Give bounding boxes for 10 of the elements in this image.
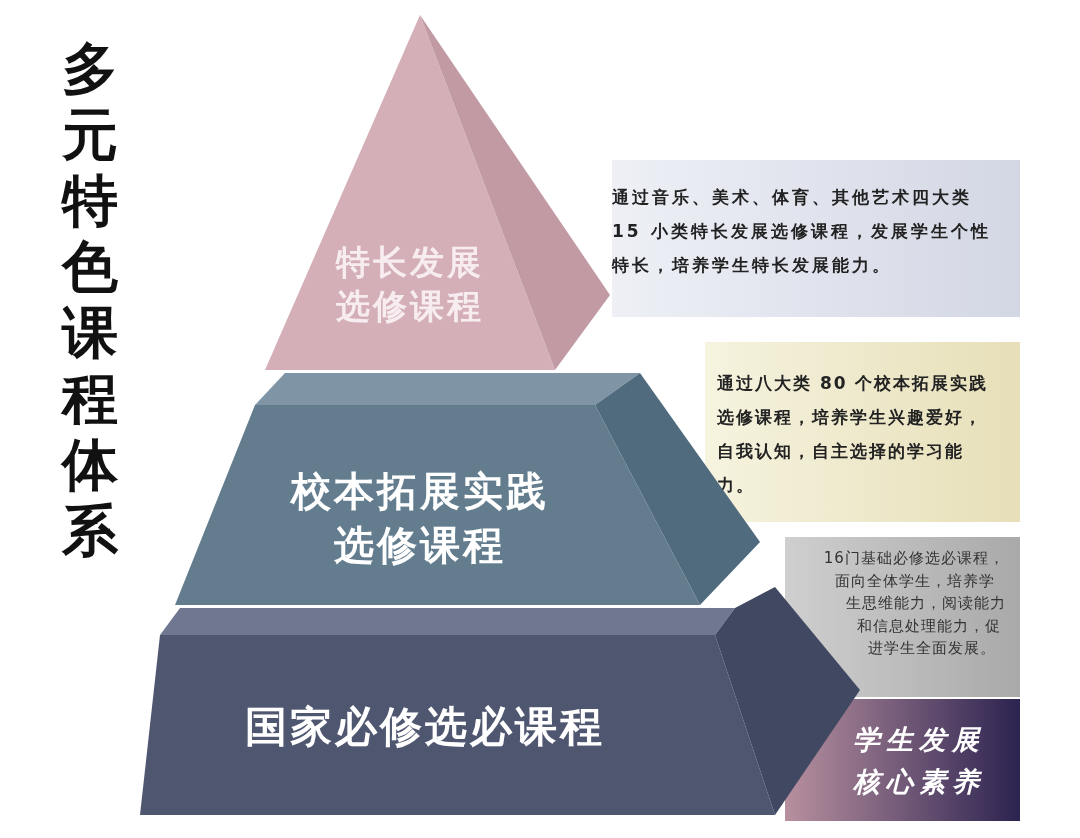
- title: 多元特色课程体系: [59, 36, 119, 564]
- description-panel: [705, 342, 1020, 522]
- description-panel: [612, 160, 1020, 317]
- description-text: 16门基础必修选必课程，面向全体学生，培养学生思维能力，阅读能力和信息处理能力，促进学生全面发展。: [822, 548, 1007, 659]
- tier-label: 校本拓展实践选修课程: [289, 467, 550, 570]
- tier-label: 国家必修选必课程: [244, 701, 606, 753]
- description-text: 通过音乐、美术、体育、其他艺术四大类 15 小类特长发展选修课程，发展学生个性特长，培养学生特长发展能力。: [612, 186, 992, 277]
- panel-heading: 学生发展核心素养: [853, 723, 986, 799]
- description-panel: [785, 537, 1020, 697]
- tier-label: 特长发展选修课程: [334, 241, 485, 328]
